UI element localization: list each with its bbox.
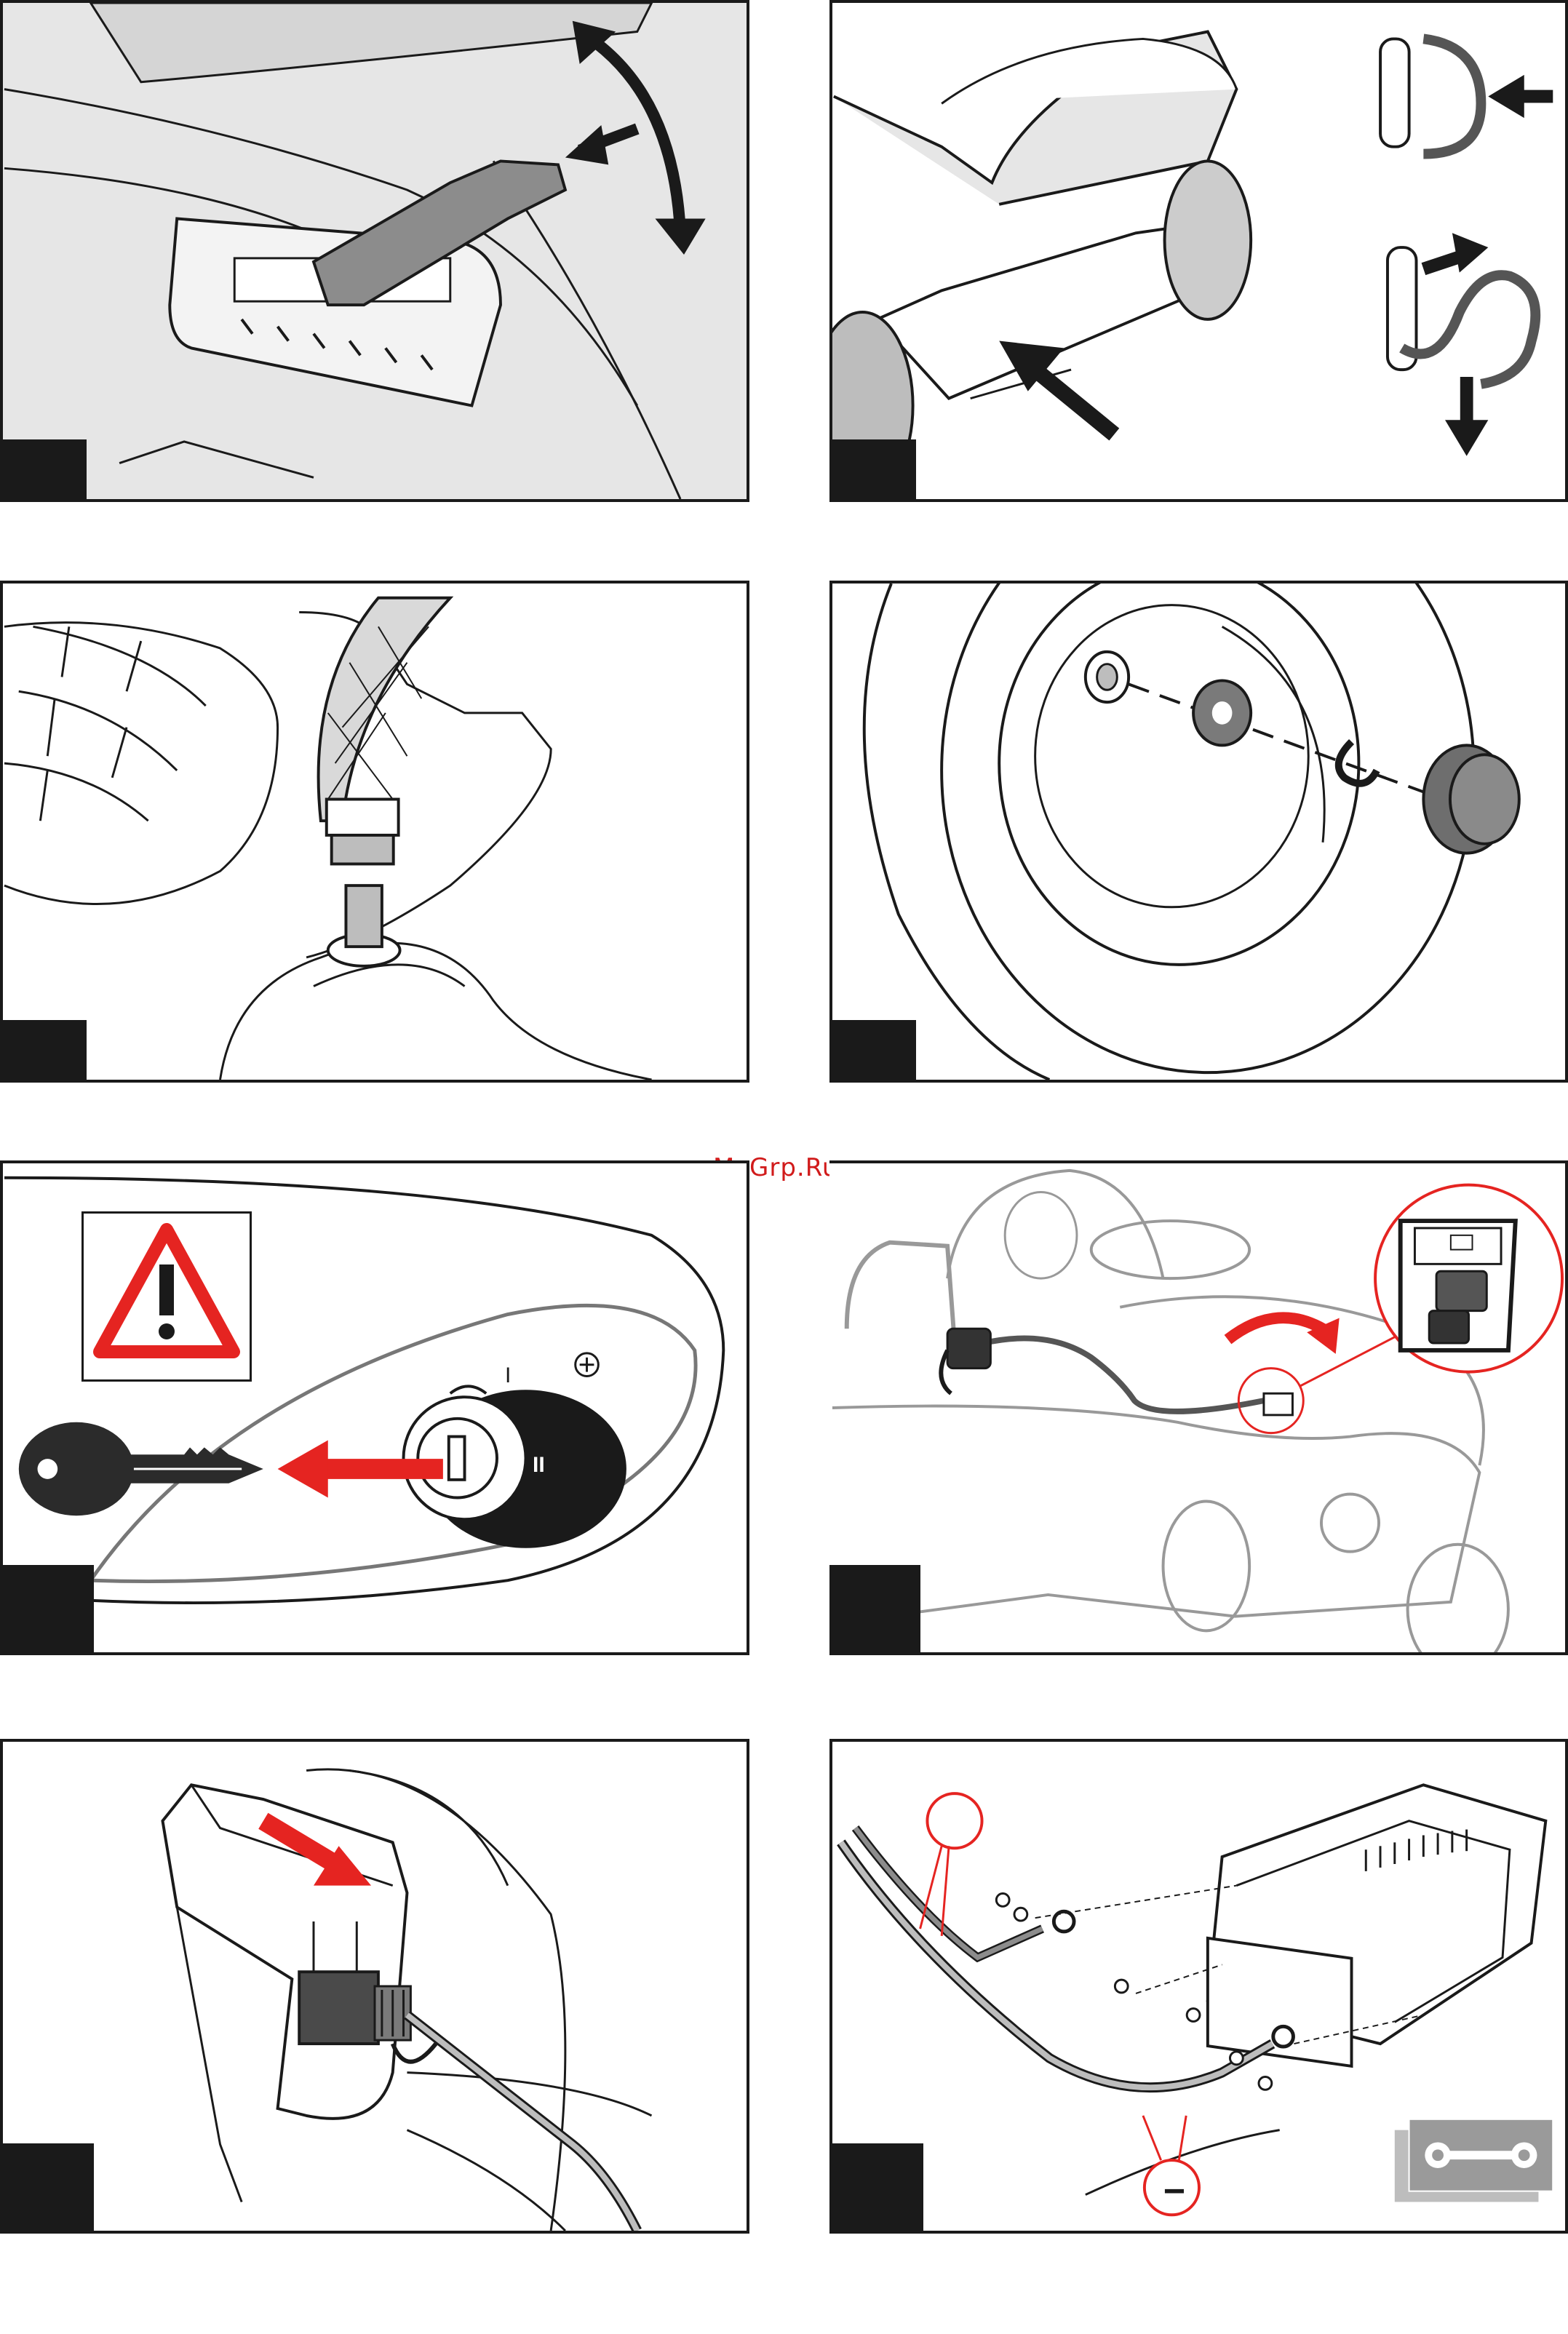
seat-lever-illustration: [3, 3, 747, 499]
wrench-icon: [1395, 2119, 1553, 2202]
warning-box: [81, 1211, 252, 1382]
panel-seat-hook: [829, 0, 1568, 502]
ignition-label-I: I: [505, 1363, 511, 1388]
panel-ignition-key: I II: [0, 1160, 749, 1655]
ignition-label-II: II: [533, 1453, 545, 1478]
screw-icon: [576, 1353, 599, 1377]
wheel-hub-illustration: [832, 584, 1565, 1080]
panel-number-tab: [3, 2143, 94, 2231]
panel-seat-lever: [0, 0, 749, 502]
panel-number-tab: [3, 1020, 87, 1080]
panel-number-tab: [832, 1020, 916, 1080]
water-hose-illustration: [3, 584, 747, 1080]
positive-terminal-marker: [927, 1793, 982, 1848]
panel-battery-connector: [829, 1160, 1568, 1655]
battery-terminal-detail: [1401, 1221, 1516, 1350]
panel-number-tab: [832, 2143, 923, 2231]
power-plug-illustration: [3, 1742, 747, 2231]
battery-cable: [941, 1329, 1292, 1415]
hub-cap: [1423, 745, 1519, 853]
panel-number-tab: [3, 439, 87, 499]
panel-battery-wiring: −: [829, 1739, 1568, 2234]
warning-triangle-icon: [84, 1214, 250, 1379]
panel-wheel-hub: [829, 581, 1568, 1083]
panel-number-tab: [3, 1565, 94, 1652]
mower-illustration: [829, 1163, 1565, 1652]
panel-number-tab: [829, 1565, 920, 1652]
panel-water-hose: [0, 581, 749, 1083]
battery-wiring-illustration: [832, 1742, 1565, 2231]
pointer-arrow-icon: [1035, 370, 1115, 434]
panel-power-plug: [0, 1739, 749, 2234]
negative-symbol: −: [1158, 2170, 1191, 2213]
hook-open-icon: [1388, 233, 1535, 455]
key-icon: [19, 1422, 263, 1515]
panel-number-tab: [832, 439, 916, 499]
hook-closed-icon: [1380, 39, 1553, 154]
seat-hook-illustration: [832, 3, 1565, 499]
battery-tray: [1208, 1785, 1545, 2066]
